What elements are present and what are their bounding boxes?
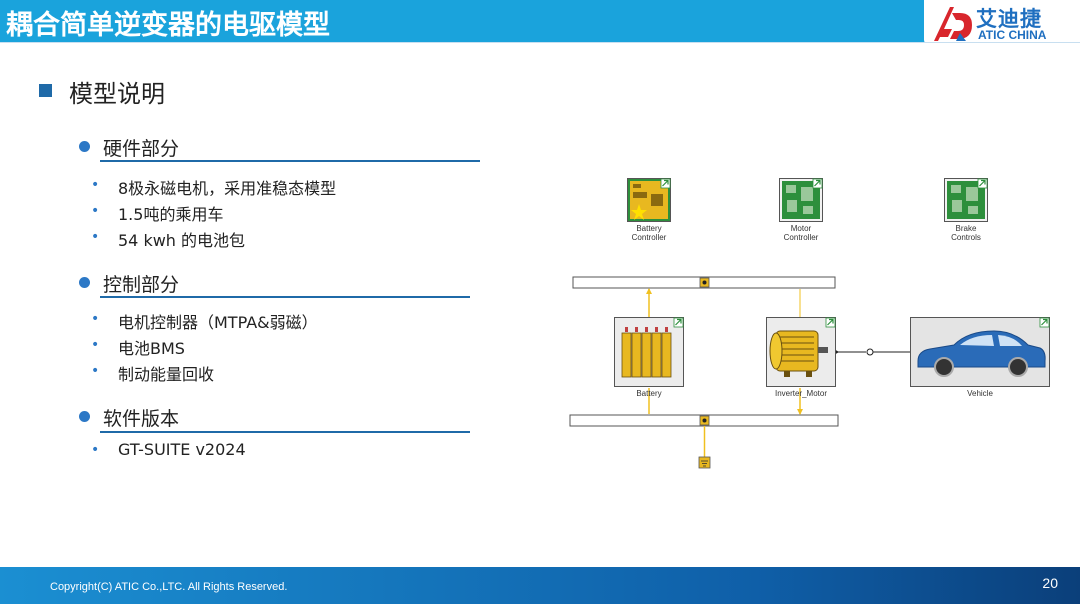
list-item: 54 kwh 的电池包	[118, 231, 246, 250]
list-item: 电池BMS	[118, 339, 185, 358]
page-number: 20	[1042, 575, 1058, 591]
bullet-dot-icon	[79, 277, 90, 288]
section-underline	[100, 431, 470, 433]
header-divider	[0, 42, 1080, 43]
list-item: GT-SUITE v2024	[118, 440, 246, 459]
company-logo: 艾迪捷 ATIC CHINA	[924, 0, 1080, 44]
diagram-connections	[569, 276, 910, 469]
brake-controls-label: Brake Controls	[951, 224, 981, 242]
list-item: 制动能量回收	[118, 365, 215, 384]
inverter-motor-icon	[766, 317, 836, 387]
slide-title: 耦合简单逆变器的电驱模型	[6, 10, 330, 41]
list-item: 1.5吨的乘用车	[118, 205, 224, 224]
footer-bar: Copyright(C) ATIC Co.,LTC. All Rights Re…	[0, 567, 1080, 604]
logo-name-cn: 艾迪捷	[976, 7, 1042, 31]
vehicle-label: Vehicle	[967, 389, 993, 398]
section-title-hardware: 硬件部分	[103, 138, 180, 160]
item-bullet-icon: •	[91, 337, 100, 353]
item-bullet-icon: •	[91, 311, 100, 327]
logo-mark-icon	[934, 7, 972, 41]
motor-controller-label: Motor Controller	[783, 224, 819, 242]
item-bullet-icon: •	[91, 229, 100, 245]
copyright-text: Copyright(C) ATIC Co.,LTC. All Rights Re…	[50, 581, 288, 593]
item-bullet-icon: •	[91, 442, 100, 458]
brake-controls-icon	[944, 178, 988, 222]
section-heading: 模型说明	[69, 80, 165, 108]
battery-controller-block[interactable]	[627, 178, 671, 222]
logo-name-en: ATIC CHINA	[978, 28, 1047, 42]
model-diagram: Battery Controller Motor Controller	[560, 170, 1060, 480]
item-bullet-icon: •	[91, 203, 100, 219]
battery-controller-icon	[627, 178, 671, 222]
section-title-software: 软件版本	[103, 408, 180, 430]
section-underline	[100, 296, 470, 298]
vehicle-car-icon	[910, 317, 1050, 387]
bullet-dot-icon	[79, 141, 90, 152]
motor-controller-block[interactable]	[779, 178, 823, 222]
battery-controller-label: Battery Controller	[631, 224, 667, 242]
title-bar: 耦合简单逆变器的电驱模型	[0, 0, 1080, 42]
inverter-motor-block[interactable]	[766, 317, 836, 387]
battery-icon	[614, 317, 684, 387]
motor-controller-icon	[779, 178, 823, 222]
list-item: 8极永磁电机，采用准稳态模型	[118, 179, 337, 198]
battery-block[interactable]	[614, 317, 684, 387]
section-title-control: 控制部分	[103, 274, 180, 296]
brake-controls-block[interactable]	[944, 178, 988, 222]
section-underline	[100, 160, 480, 162]
item-bullet-icon: •	[91, 363, 100, 379]
square-bullet-icon	[39, 84, 52, 97]
bullet-dot-icon	[79, 411, 90, 422]
list-item: 电机控制器（MTPA&弱磁）	[118, 313, 318, 332]
battery-label: Battery	[636, 389, 662, 398]
vehicle-block[interactable]	[910, 317, 1050, 387]
inverter-motor-label: Inverter_Motor	[774, 389, 828, 398]
item-bullet-icon: •	[91, 177, 100, 193]
